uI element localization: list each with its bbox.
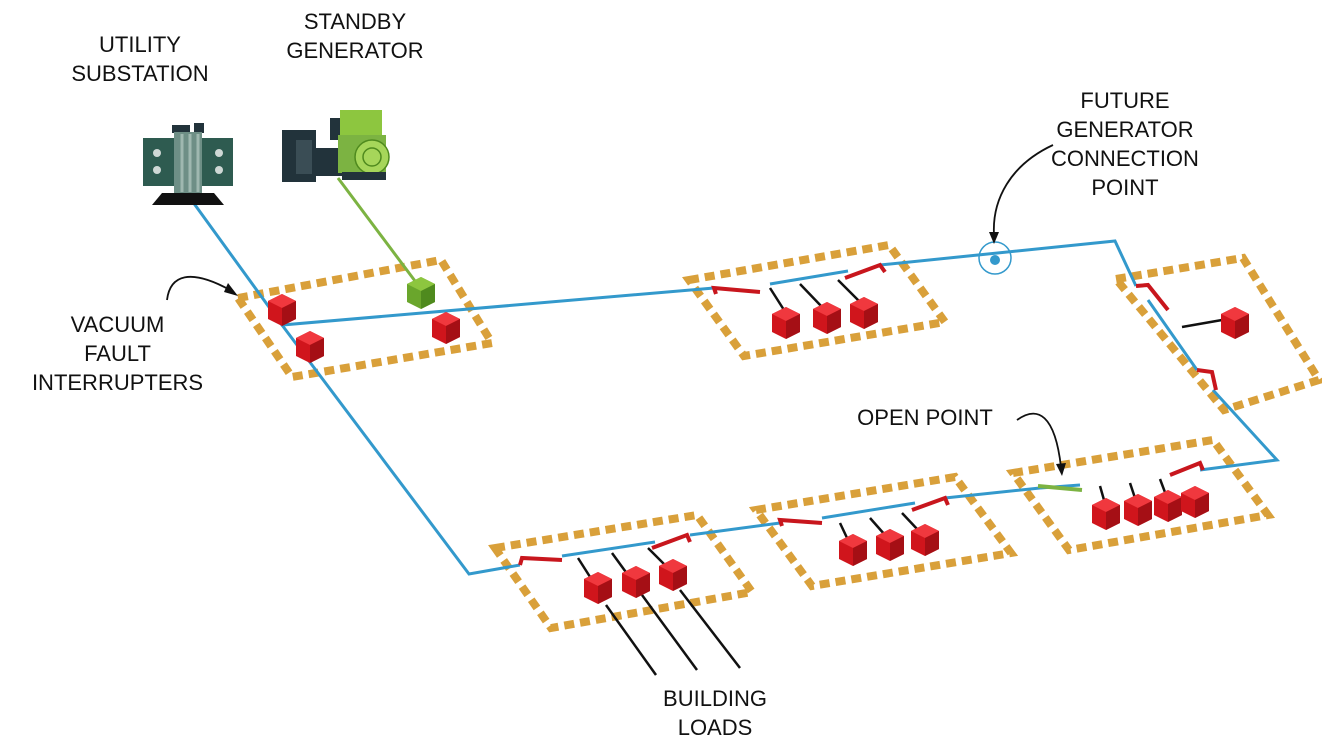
building-load-lines <box>604 589 741 676</box>
generator-breaker <box>407 277 435 309</box>
interrupters-source <box>268 294 460 363</box>
enclosure-bottom-right <box>1005 435 1276 555</box>
interrupters-bottom-right <box>1092 486 1209 530</box>
enclosure-bottom-middle <box>748 472 1019 591</box>
future-connection-point <box>978 241 1012 275</box>
generator-icon <box>282 110 390 182</box>
enclosure-top-middle <box>682 240 953 361</box>
branch-stubs <box>576 279 1223 581</box>
label-building-loads: BUILDING LOADS <box>663 686 767 740</box>
label-utility-substation: UTILITY SUBSTATION <box>71 32 209 86</box>
enclosure-source <box>231 255 499 382</box>
switch-group-bottom-right <box>1169 460 1205 477</box>
switch-group-top-middle <box>711 262 887 295</box>
switch-group-bottom-left <box>518 532 692 566</box>
transformer-icon <box>143 123 233 205</box>
interrupters-top-middle <box>772 297 878 339</box>
label-standby-generator: STANDBY GENERATOR <box>286 9 424 63</box>
arrow-heads <box>224 232 1066 476</box>
interrupters-bottom-left <box>584 559 687 604</box>
switch-group-top-right <box>1135 282 1218 391</box>
label-vacuum-fault-interrupters: VACUUM FAULT INTERRUPTERS <box>31 312 204 395</box>
enclosure-bottom-left <box>488 510 759 633</box>
label-future-generator-connection-point: FUTURE GENERATOR CONNECTION POINT <box>1051 88 1199 200</box>
interrupters-bottom-middle <box>839 524 939 566</box>
enclosure-top-right <box>1108 253 1322 415</box>
switch-group-bottom-middle <box>777 495 950 527</box>
interrupter-top-right <box>1221 307 1249 339</box>
generator-feeder <box>336 177 420 286</box>
annotation-arrows <box>166 144 1062 468</box>
label-open-point: OPEN POINT <box>857 405 993 430</box>
open-point-switch <box>1037 484 1083 492</box>
